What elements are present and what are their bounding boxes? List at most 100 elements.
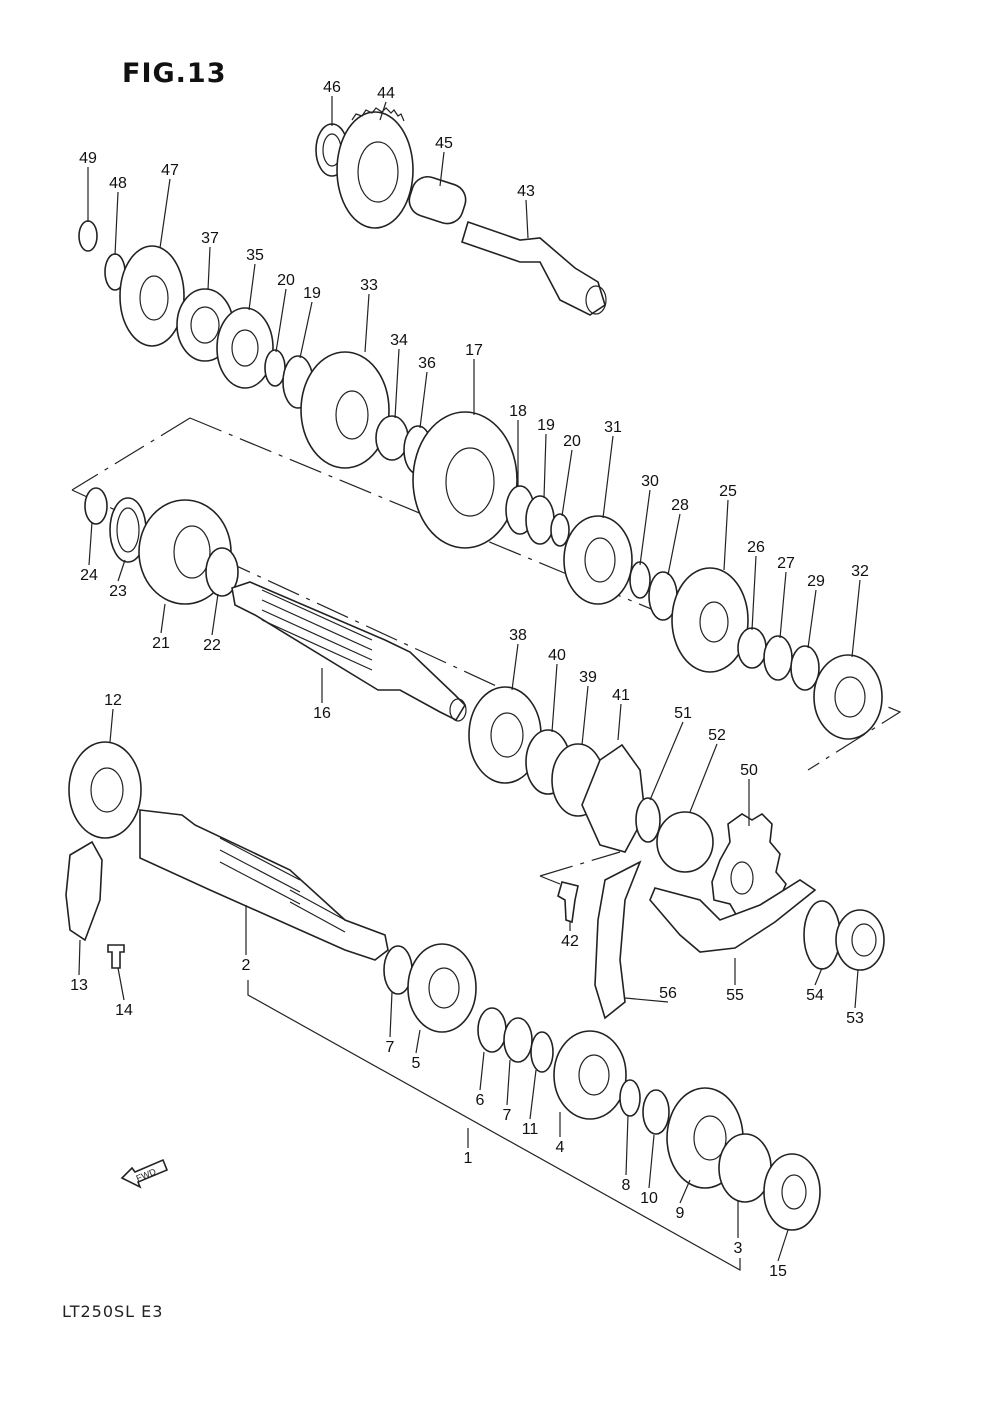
circlip-24 xyxy=(84,487,108,525)
circlip-8 xyxy=(619,1079,641,1117)
part-label-12: 12 xyxy=(104,692,122,709)
gear-32 xyxy=(813,654,883,740)
gear-17-hub xyxy=(445,447,495,517)
gear-33-hub xyxy=(335,390,369,440)
leader-line-43 xyxy=(525,199,529,239)
part-label-19: 19 xyxy=(303,285,321,302)
part-label-9: 9 xyxy=(676,1205,685,1222)
part-label-32: 32 xyxy=(851,563,869,580)
part-label-53: 53 xyxy=(846,1010,864,1027)
part-label-51: 51 xyxy=(674,705,692,722)
part-label-50: 50 xyxy=(740,762,758,779)
leader-line-7 xyxy=(389,991,393,1038)
bolt-42 xyxy=(557,881,579,924)
driveshaft-2-splines xyxy=(219,837,346,933)
part-label-19: 19 xyxy=(537,417,555,434)
part-label-22: 22 xyxy=(203,637,221,654)
part-label-15: 15 xyxy=(769,1263,787,1280)
part-label-29: 29 xyxy=(807,573,825,590)
leader-line-56 xyxy=(624,997,669,1003)
part-label-18: 18 xyxy=(509,403,527,420)
part-label-49: 49 xyxy=(79,150,97,167)
sprocket-50 xyxy=(711,812,787,921)
gear-33 xyxy=(300,351,390,469)
leader-lines xyxy=(78,96,861,1262)
washer-54 xyxy=(803,900,841,970)
gear-47-hub xyxy=(139,275,169,321)
washer-7-lower xyxy=(503,1017,533,1063)
bearing-38-inner xyxy=(490,712,524,758)
gear-31-hub xyxy=(584,537,616,583)
part-label-20: 20 xyxy=(563,433,581,450)
leader-line-12 xyxy=(109,708,114,743)
leader-line-31 xyxy=(602,435,614,519)
gear-5 xyxy=(407,943,477,1033)
part-label-52: 52 xyxy=(708,727,726,744)
leader-line-19 xyxy=(299,301,313,359)
leader-line-47 xyxy=(159,178,171,249)
leader-line-20 xyxy=(561,449,573,517)
fwd-arrow: FWD xyxy=(120,1158,169,1189)
part-label-43: 43 xyxy=(517,183,535,200)
output-side-group xyxy=(468,686,885,1020)
part-label-31: 31 xyxy=(604,419,622,436)
leader-line-53 xyxy=(854,969,859,1009)
nut-53 xyxy=(835,909,885,971)
circlip-11 xyxy=(530,1031,554,1073)
bearing-15-inner xyxy=(781,1174,807,1210)
part-label-21: 21 xyxy=(152,635,170,652)
bushing-26 xyxy=(737,627,767,669)
gear-25-hub xyxy=(699,601,729,643)
part-label-7: 7 xyxy=(503,1107,512,1124)
gear-5-hub xyxy=(428,967,460,1009)
leader-line-6 xyxy=(479,1051,485,1091)
leader-line-20 xyxy=(275,288,287,353)
circlip-30 xyxy=(629,561,651,599)
leader-line-34 xyxy=(394,348,400,419)
leader-line-51 xyxy=(649,721,684,801)
part-label-44: 44 xyxy=(377,85,395,102)
part-label-35: 35 xyxy=(246,247,264,264)
washer-29 xyxy=(790,645,820,691)
leader-line-35 xyxy=(248,263,256,311)
part-label-16: 16 xyxy=(313,705,331,722)
gear-47 xyxy=(119,245,185,347)
part-label-30: 30 xyxy=(641,473,659,490)
leader-line-41 xyxy=(617,703,622,741)
bearing-15 xyxy=(763,1153,821,1231)
part-label-4: 4 xyxy=(556,1139,565,1156)
leader-line-45 xyxy=(439,151,445,187)
part-label-24: 24 xyxy=(80,567,98,584)
washer-19-lower xyxy=(525,495,555,545)
leader-line-32 xyxy=(851,579,861,658)
part-label-38: 38 xyxy=(509,627,527,644)
countershaft-gear-row xyxy=(78,220,883,740)
sprocket-50-hub xyxy=(730,861,754,895)
circlip-20-upper xyxy=(264,349,286,387)
model-code: LT250SL E3 xyxy=(62,1302,164,1321)
gear-17 xyxy=(412,411,518,549)
fwd-label: FWD xyxy=(135,1166,158,1183)
gear-9-hub xyxy=(693,1115,727,1161)
part-label-6: 6 xyxy=(476,1092,485,1109)
bearing-12 xyxy=(68,741,142,839)
leader-line-8 xyxy=(625,1114,629,1176)
leader-line-24 xyxy=(88,521,93,566)
part-label-8: 8 xyxy=(622,1177,631,1194)
guide-56 xyxy=(594,860,642,1020)
chain-55 xyxy=(649,879,817,953)
part-label-55: 55 xyxy=(726,987,744,1004)
driveshaft-group xyxy=(65,741,821,1231)
part-label-11: 11 xyxy=(522,1121,539,1138)
leader-line-19 xyxy=(543,433,547,499)
leader-line-21 xyxy=(160,603,166,634)
leader-line-11 xyxy=(529,1069,537,1120)
leader-line-48 xyxy=(114,191,119,256)
bushing-6 xyxy=(477,1007,507,1053)
leader-line-39 xyxy=(581,685,589,746)
part-label-46: 46 xyxy=(323,79,341,96)
part-label-5: 5 xyxy=(412,1055,421,1072)
shift-bracket-frame xyxy=(539,851,621,885)
drive-shaft-group-bracket xyxy=(247,980,741,1272)
part-label-17: 17 xyxy=(465,342,483,359)
